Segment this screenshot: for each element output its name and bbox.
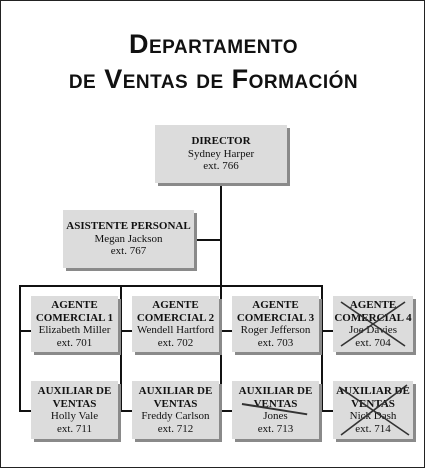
agent-role: AGENTE COMERCIAL 2 <box>136 299 215 324</box>
assistant-name: Megan Jackson <box>94 232 163 245</box>
sales-assistant-role: AUXILIAR DE VENTAS <box>336 385 410 410</box>
sales-assistant-name: Freddy Carlson <box>141 410 210 422</box>
agent-role: AGENTE COMERCIAL 1 <box>35 299 114 324</box>
agent-ext: ext. 702 <box>157 336 194 349</box>
agent-box-2: AGENTE COMERCIAL 2 Wendell Hartford ext.… <box>132 296 219 352</box>
column-3-line <box>220 285 222 411</box>
director-trunk-line <box>220 184 222 286</box>
column-1-line <box>19 285 21 411</box>
director-ext: ext. 766 <box>203 160 239 173</box>
director-box: DIRECTOR Sydney Harper ext. 766 <box>155 125 287 183</box>
sales-assistant-box-2: AUXILIAR DE VENTAS Freddy Carlson ext. 7… <box>132 381 219 439</box>
sales-assistant-role: AUXILIAR DE VENTAS <box>37 385 112 410</box>
assistant-role: ASISTENTE PERSONAL <box>66 220 191 233</box>
chart-title-line-1: Departamento <box>128 29 299 59</box>
agent-box-1: AGENTE COMERCIAL 1 Elizabeth Miller ext.… <box>31 296 118 352</box>
assistant-box: ASISTENTE PERSONAL Megan Jackson ext. 76… <box>63 210 194 268</box>
director-name: Sydney Harper <box>187 147 255 160</box>
horizontal-branch-line <box>19 285 323 287</box>
agent-role: AGENTE COMERCIAL 4 <box>334 299 412 324</box>
director-role: DIRECTOR <box>191 135 251 148</box>
agent-name: Elizabeth Miller <box>38 324 111 336</box>
agent-name: Roger Jefferson <box>240 324 311 336</box>
column-4-line <box>321 285 323 411</box>
column-4-stub-lower <box>321 410 333 412</box>
column-4-stub <box>321 330 333 332</box>
agent-box-3: AGENTE COMERCIAL 3 Roger Jefferson ext. … <box>232 296 319 352</box>
sales-assistant-role: AUXILIAR DE VENTAS <box>238 385 313 410</box>
sales-assistant-name: Jones <box>263 410 288 422</box>
agent-name: Joe Davies <box>349 324 397 336</box>
agent-ext: ext. 704 <box>355 336 391 349</box>
column-2-line <box>120 285 122 411</box>
column-3-stub <box>220 330 232 332</box>
sales-assistant-ext: ext. 714 <box>355 422 391 435</box>
column-1-stub <box>19 330 31 332</box>
sales-assistant-ext: ext. 713 <box>257 422 294 435</box>
sales-assistant-ext: ext. 711 <box>56 422 93 435</box>
sales-assistant-box-4: AUXILIAR DE VENTAS Nick Dash ext. 714 <box>333 381 413 439</box>
sales-assistant-name: Holly Vale <box>50 410 99 422</box>
sales-assistant-name: Nick Dash <box>349 410 397 422</box>
sales-assistant-role: AUXILIAR DE VENTAS <box>138 385 213 410</box>
agent-box-4: AGENTE COMERCIAL 4 Joe Davies ext. 704 <box>333 296 413 352</box>
column-1-stub-lower <box>19 410 31 412</box>
chart-title-line-2: de Ventas de Formación <box>68 64 359 94</box>
sales-assistant-ext: ext. 712 <box>157 422 194 435</box>
column-3-stub-lower <box>220 410 232 412</box>
agent-role: AGENTE COMERCIAL 3 <box>236 299 315 324</box>
column-2-stub-lower <box>120 410 132 412</box>
agent-ext: ext. 701 <box>56 336 93 349</box>
column-2-stub <box>120 330 132 332</box>
sales-assistant-box-1: AUXILIAR DE VENTAS Holly Vale ext. 711 <box>31 381 118 439</box>
agent-name: Wendell Hartford <box>137 324 214 336</box>
sales-assistant-box-3: AUXILIAR DE VENTAS Jones ext. 713 <box>232 381 319 439</box>
assistant-connector-line <box>194 239 221 241</box>
assistant-ext: ext. 767 <box>110 245 147 258</box>
agent-ext: ext. 703 <box>257 336 294 349</box>
